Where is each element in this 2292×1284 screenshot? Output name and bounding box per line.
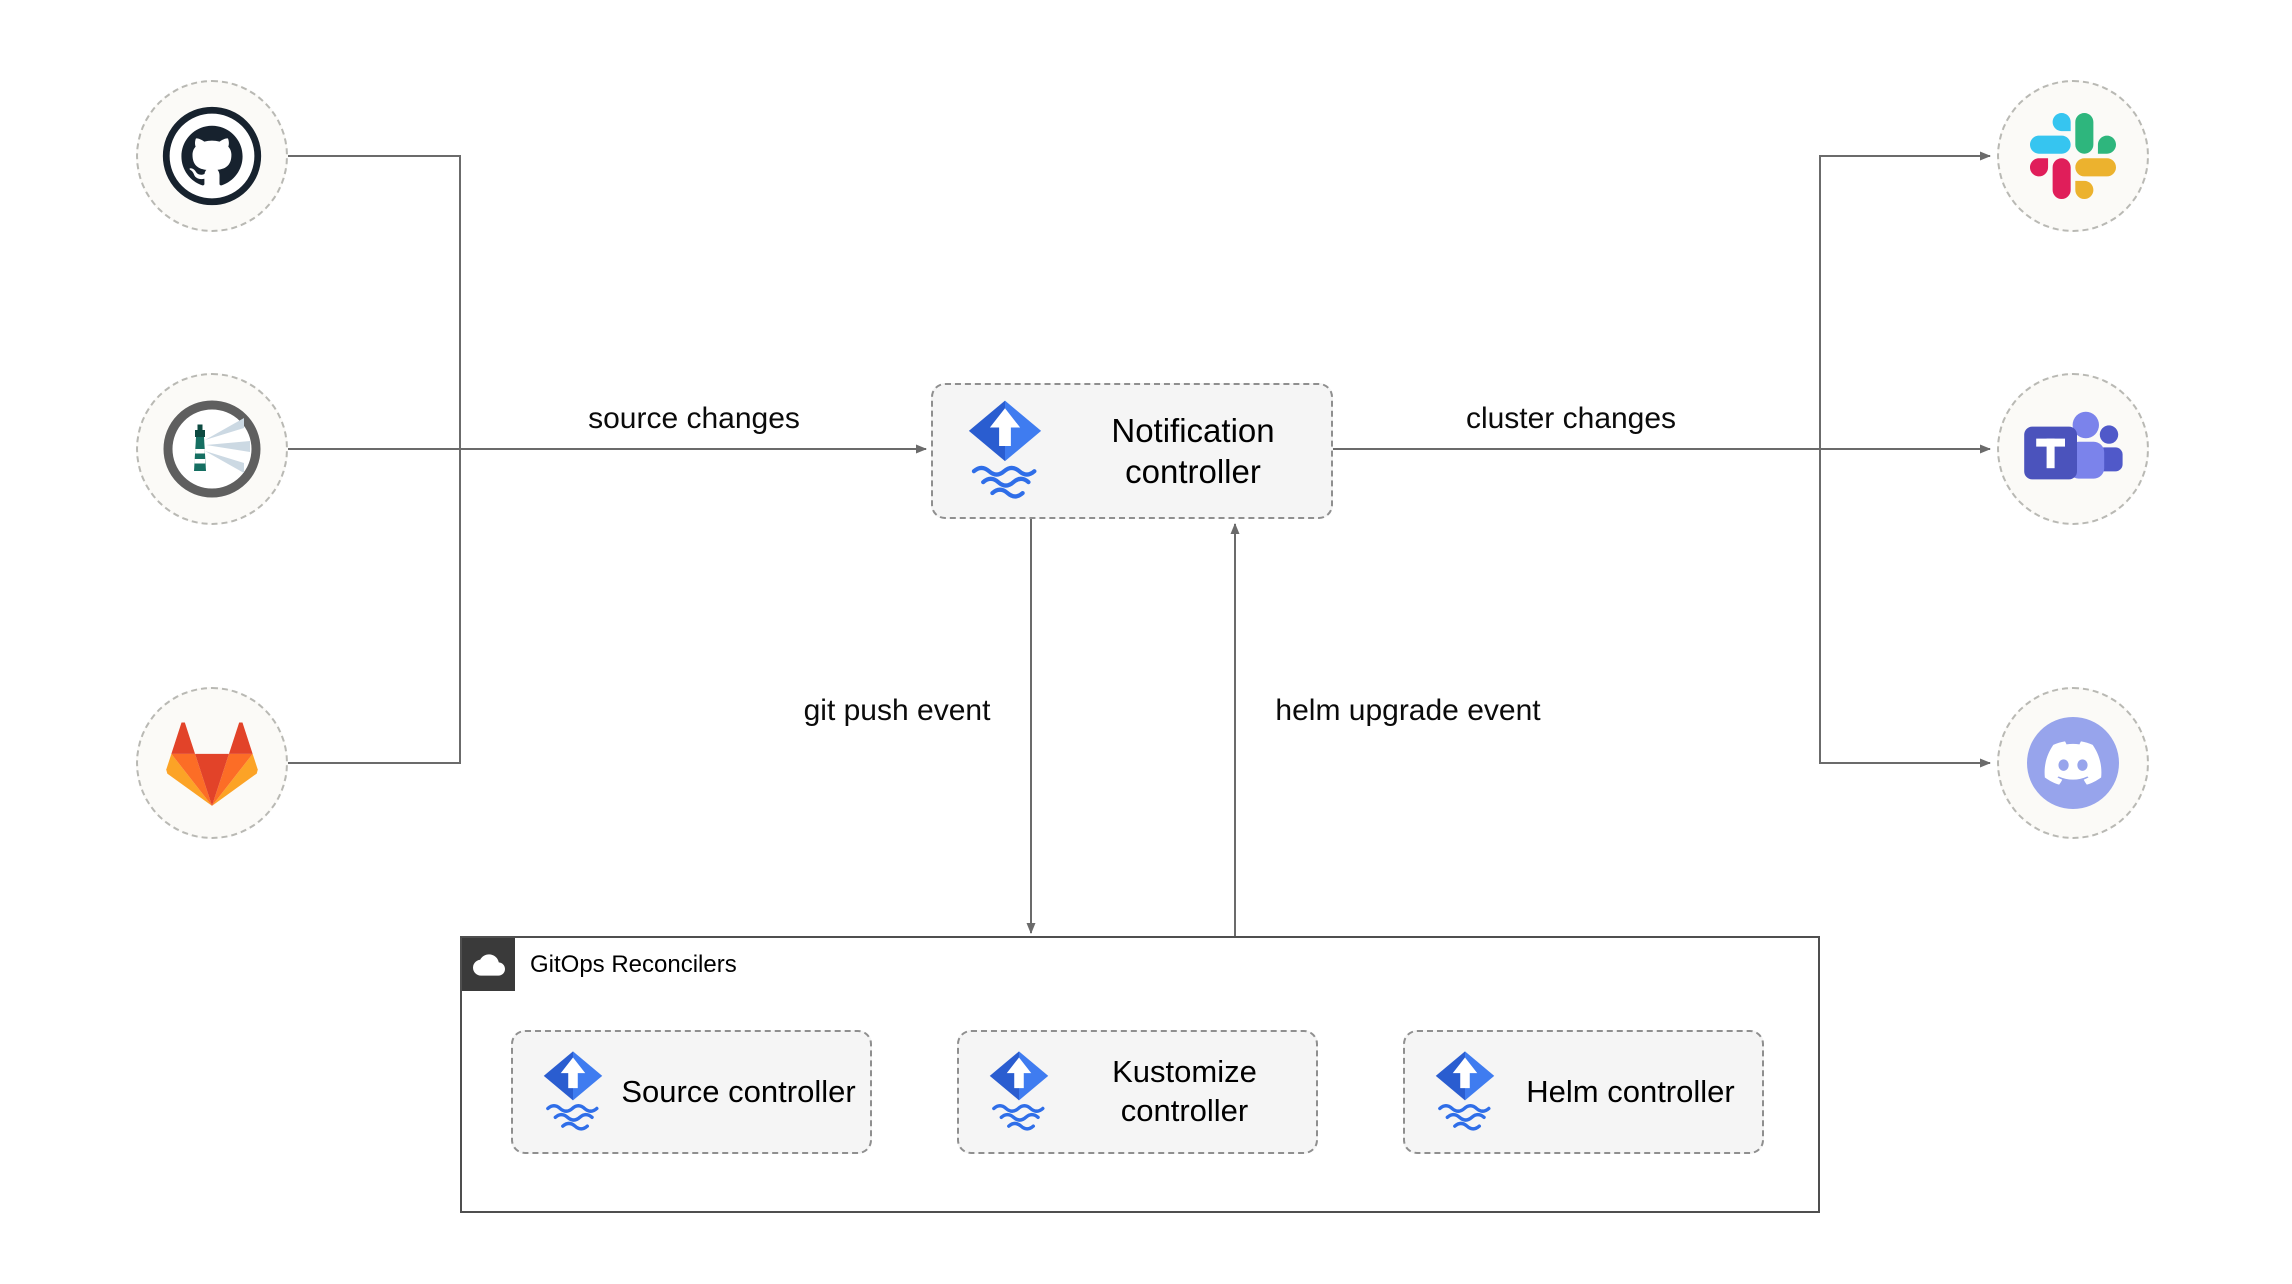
provider-node-discord (1997, 687, 2149, 839)
helm-controller-label: Helm controller (1526, 1073, 1735, 1109)
teams-icon (2024, 411, 2123, 480)
kustomize-controller-label: Kustomize controller (1112, 1054, 1257, 1128)
source-node-github (136, 80, 288, 232)
helm-controller-node: Helm controller (1403, 1030, 1764, 1154)
group-icon-chip (462, 938, 515, 991)
group-header: GitOps Reconcilers (462, 938, 737, 991)
gitlab-icon (166, 721, 258, 806)
flux-icon (963, 399, 1047, 504)
edge-label-source-changes: source changes (588, 402, 800, 435)
kustomize-controller-node: Kustomize controller (957, 1030, 1318, 1154)
source-node-harbor (136, 373, 288, 525)
provider-node-teams (1997, 373, 2149, 525)
notification-controller-node: Notification controller (931, 383, 1333, 519)
edge-label-helm-upgrade-event: helm upgrade event (1275, 694, 1541, 727)
source-controller-label: Source controller (621, 1073, 856, 1109)
slack-icon (2030, 113, 2116, 199)
github-icon (162, 106, 262, 206)
flux-icon (985, 1050, 1053, 1135)
gitops-reconcilers-group: GitOps Reconcilers Source controller Kus… (460, 936, 1820, 1213)
notification-controller-label: Notification controller (1111, 411, 1275, 490)
flux-icon (1431, 1050, 1499, 1135)
edge-label-cluster-changes: cluster changes (1465, 402, 1677, 435)
source-controller-node: Source controller (511, 1030, 872, 1154)
flux-icon (539, 1050, 607, 1135)
source-node-gitlab (136, 687, 288, 839)
discord-icon (2027, 717, 2119, 809)
cloud-icon (472, 953, 505, 976)
harbor-icon (163, 400, 261, 498)
provider-node-slack (1997, 80, 2149, 232)
group-label: GitOps Reconcilers (530, 950, 737, 978)
edge-label-git-push-event: git push event (803, 694, 991, 727)
